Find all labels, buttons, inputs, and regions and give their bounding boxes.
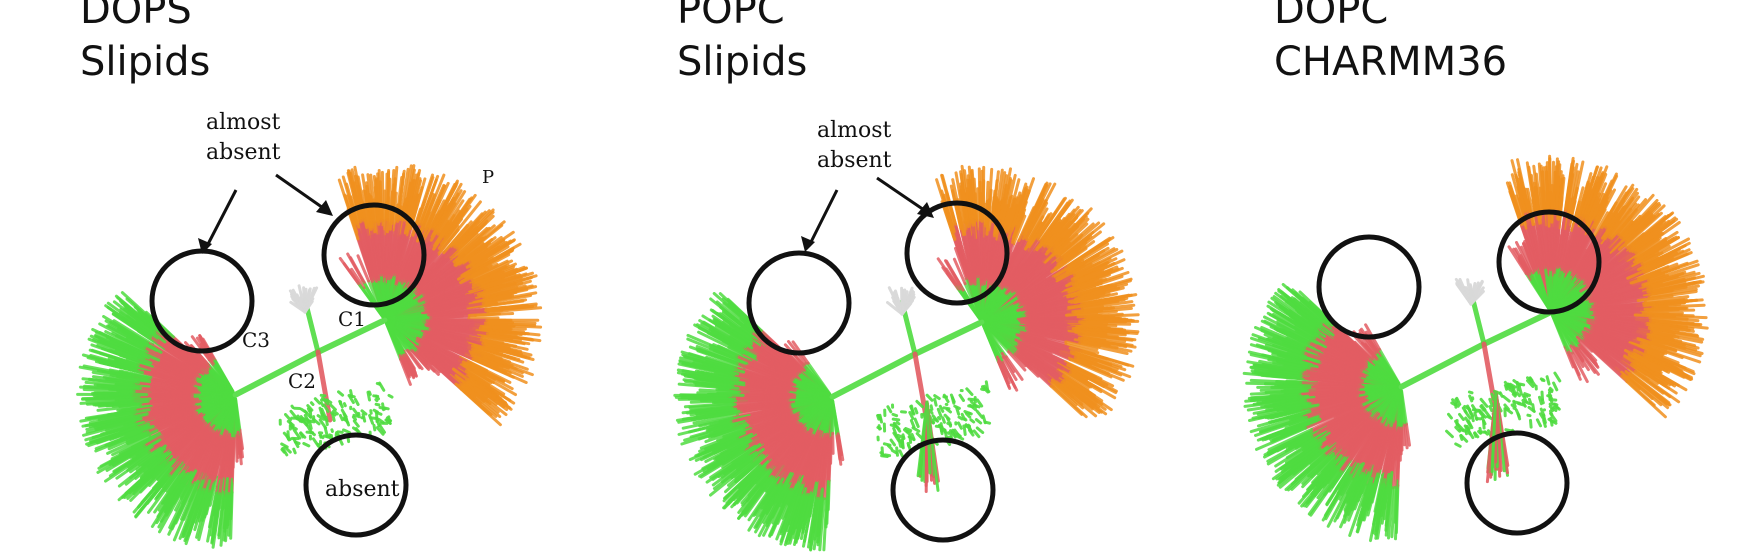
arrowhead-left [198,238,212,254]
label-almost-absent-line1: almost [817,118,892,143]
molecule-figure: almost absent [673,118,1140,552]
molecule-figure [1242,154,1709,543]
lipid-conformation-bundle [673,164,1140,552]
label-almost-absent: almost absent [206,110,287,165]
highlight-circle-top [904,200,1010,306]
panel-title: DOPS Slipids [80,0,211,85]
arrowhead-right [316,200,333,216]
highlight-circle-bottom [890,437,996,543]
label-p: P [482,167,494,188]
lipid-conformation-bundle [76,164,543,549]
label-absent: absent [325,477,400,502]
label-c1: C1 [338,307,366,331]
arrow-left [807,189,839,247]
highlight-circle-top [1496,209,1602,315]
panel-dops-slipids: DOPS Slipids almost absent P C1 C2 C3 ab… [0,0,587,559]
arrow-left [204,189,238,249]
panel-title: DOPC CHARMM36 [1274,0,1508,85]
highlight-circle-absent [303,432,409,538]
molecule-figure: almost absent P C1 C2 C3 absent [76,110,543,549]
lipid-conformation-bundle [1242,154,1709,543]
label-almost-absent: almost absent [817,118,898,173]
highlight-circle-left [1316,234,1422,340]
label-almost-absent-line2: absent [206,140,281,165]
highlight-circle-top [321,202,427,308]
panel-title: POPC Slipids [677,0,808,85]
arrowhead-left [801,236,815,252]
label-c2: C2 [288,369,316,393]
highlight-circle-left [149,248,255,354]
panel-popc-slipids: POPC Slipids almost absent [587,0,1174,559]
label-c3: C3 [242,328,270,352]
arrowhead-right [917,202,934,218]
panel-dopc-charmm36: DOPC CHARMM36 [1174,0,1760,559]
arrow-right [876,176,928,214]
highlight-circle-bottom [1464,430,1570,536]
highlight-circle-left [746,250,852,356]
label-almost-absent-line1: almost [206,110,281,135]
label-almost-absent-line2: absent [817,148,892,173]
arrow-right [275,173,327,212]
